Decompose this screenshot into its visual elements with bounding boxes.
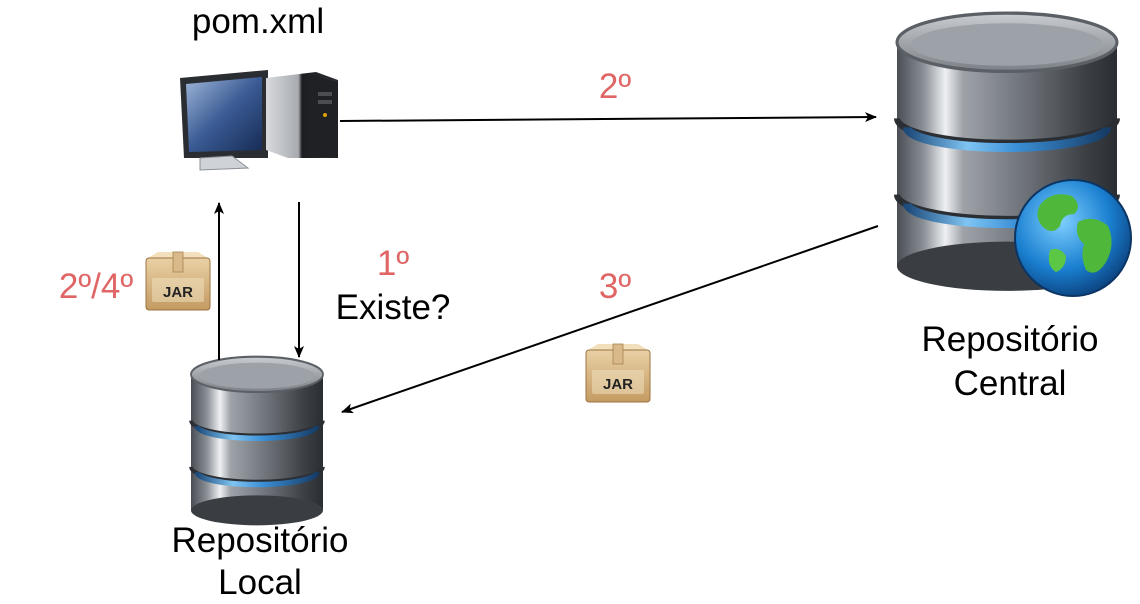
arrow-central-to-local — [341, 225, 879, 414]
jar-package-icon: JAR — [585, 343, 651, 403]
computer-label: pom.xml — [192, 2, 324, 41]
central-repo-label-line2: Central — [954, 364, 1067, 403]
globe-icon — [1014, 179, 1132, 297]
local-repo-label-line2: Local — [218, 563, 302, 602]
central-repo-label-line1: Repositório — [921, 320, 1098, 359]
step1-question-label: Existe? — [336, 288, 451, 327]
step2-4-label: 2º/4º — [59, 267, 133, 306]
arrow-computer-to-central — [339, 112, 877, 123]
local-repo-label-line1: Repositório — [171, 521, 348, 560]
step1-number-label: 1º — [377, 244, 409, 283]
step2-label: 2º — [599, 67, 631, 106]
desktop-computer-icon — [180, 70, 338, 171]
jar-label: JAR — [163, 284, 193, 301]
jar-label: JAR — [603, 376, 633, 393]
local-repository-icon — [191, 357, 323, 526]
jar-package-icon: JAR — [145, 251, 211, 311]
step3-label: 3º — [599, 267, 631, 306]
